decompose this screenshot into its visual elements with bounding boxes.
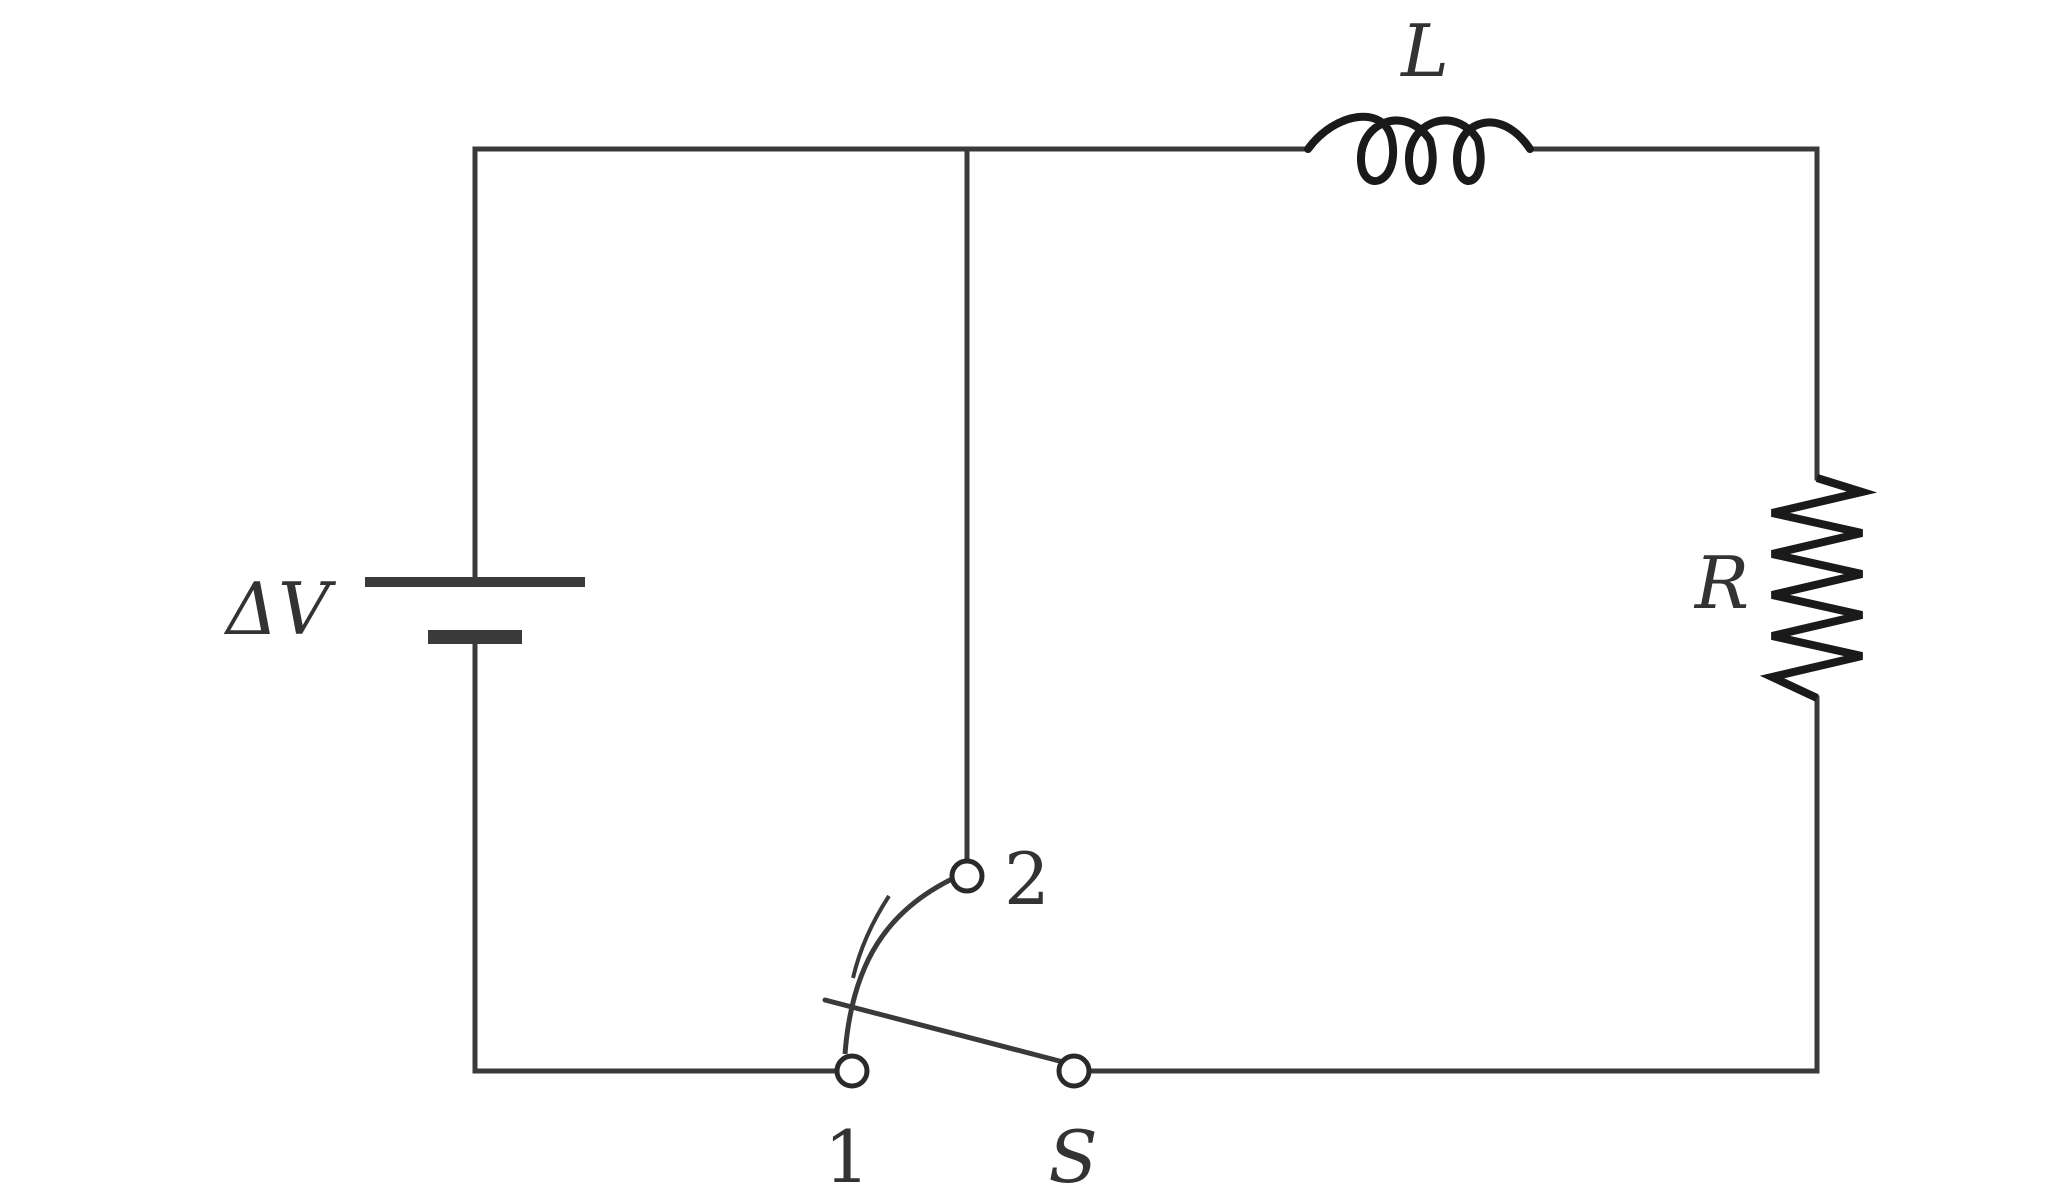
- terminal-2-label: 2: [1004, 837, 1050, 921]
- switch-blade: [822, 997, 1070, 1066]
- terminal-1-label: 1: [824, 1115, 870, 1199]
- switch: [822, 875, 1070, 1066]
- battery: [365, 577, 585, 644]
- terminal-1: [834, 1053, 870, 1089]
- terminal-2: [949, 858, 985, 894]
- battery-label: ΔV: [223, 567, 337, 651]
- wire-bottom-right: [1087, 695, 1820, 1074]
- resistor-label: R: [1693, 541, 1749, 625]
- switch-label: S: [1048, 1115, 1097, 1199]
- wires: [472, 146, 1820, 1074]
- resistor-zigzag: [1759, 474, 1878, 702]
- terminal-s: [1056, 1053, 1092, 1089]
- switch-arrow-head: [851, 894, 891, 979]
- wire-top-right: [1527, 146, 1820, 481]
- wire-bottom-left: [472, 632, 842, 1074]
- wire-top-left: [472, 146, 1311, 583]
- inductor-coil: [1304, 112, 1534, 185]
- inductor-label: L: [1399, 9, 1449, 93]
- switch-throw-arc: [842, 875, 956, 1055]
